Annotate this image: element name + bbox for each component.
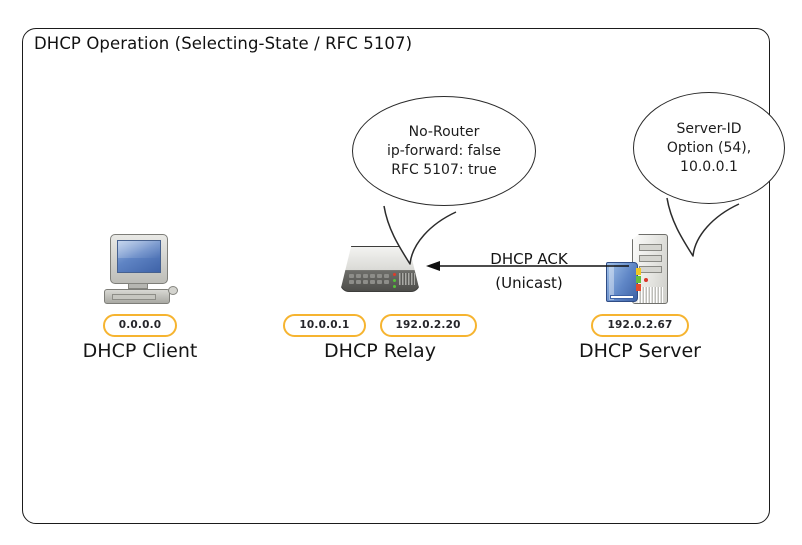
callout-oval: Server-ID Option (54), 10.0.0.1 <box>633 92 785 204</box>
keyboard-icon <box>104 289 170 304</box>
relay-icon-wrap <box>280 232 480 310</box>
server-vent-grill <box>638 287 663 303</box>
server-chassis <box>632 234 668 304</box>
monitor-stand <box>128 283 148 289</box>
callout-line: Option (54), <box>666 139 752 156</box>
node-label: DHCP Client <box>82 340 198 362</box>
monitor-screen <box>117 240 161 273</box>
ip-badge: 192.0.2.67 <box>591 314 689 337</box>
page-title: DHCP Operation (Selecting-State / RFC 51… <box>34 34 413 53</box>
switch-ports <box>349 274 389 284</box>
switch-vents <box>399 273 415 285</box>
ip-badge: 10.0.0.1 <box>283 314 366 337</box>
callout-line: 10.0.0.1 <box>680 158 738 175</box>
monitor-bezel <box>110 234 168 284</box>
network-switch-icon <box>340 246 420 292</box>
desktop-computer-icon <box>102 234 178 306</box>
client-badge-row: 0.0.0.0 <box>40 314 240 337</box>
callout-line: ip-forward: false <box>387 142 501 159</box>
ip-badge: 192.0.2.20 <box>379 314 477 337</box>
node-label: DHCP Relay <box>324 340 436 362</box>
callout-line: RFC 5107: true <box>391 161 497 178</box>
node-dhcp-server: 192.0.2.67 DHCP Server <box>540 232 740 362</box>
client-icon-wrap <box>40 232 240 310</box>
flow-label-top: DHCP ACK <box>490 250 568 268</box>
switch-status-leds <box>393 273 396 291</box>
node-dhcp-client: 0.0.0.0 DHCP Client <box>40 232 240 362</box>
server-badge-row: 192.0.2.67 <box>540 314 740 337</box>
server-tower-icon <box>600 232 680 308</box>
power-led <box>644 278 648 282</box>
dhcp-ack-arrow <box>426 261 629 271</box>
node-dhcp-relay: 10.0.0.1 192.0.2.20 DHCP Relay <box>280 232 480 362</box>
callout-server-note: Server-ID Option (54), 10.0.0.1 <box>633 92 785 257</box>
callout-oval: No-Router ip-forward: false RFC 5107: tr… <box>352 96 536 206</box>
switch-chassis <box>340 246 420 292</box>
drive-bay <box>639 266 662 273</box>
drive-bay <box>639 244 662 251</box>
drive-bay <box>639 255 662 262</box>
colored-tabs-icon <box>636 268 641 294</box>
callout-line: No-Router <box>408 123 480 140</box>
callout-line: Server-ID <box>676 120 742 137</box>
mouse-icon <box>168 286 178 295</box>
flow-label-bottom: (Unicast) <box>495 274 563 292</box>
callout-relay-note: No-Router ip-forward: false RFC 5107: tr… <box>352 96 536 265</box>
relay-badge-row: 10.0.0.1 192.0.2.20 <box>280 314 480 337</box>
node-label: DHCP Server <box>579 340 701 362</box>
ip-badge: 0.0.0.0 <box>102 314 178 337</box>
server-icon-wrap <box>540 232 740 310</box>
